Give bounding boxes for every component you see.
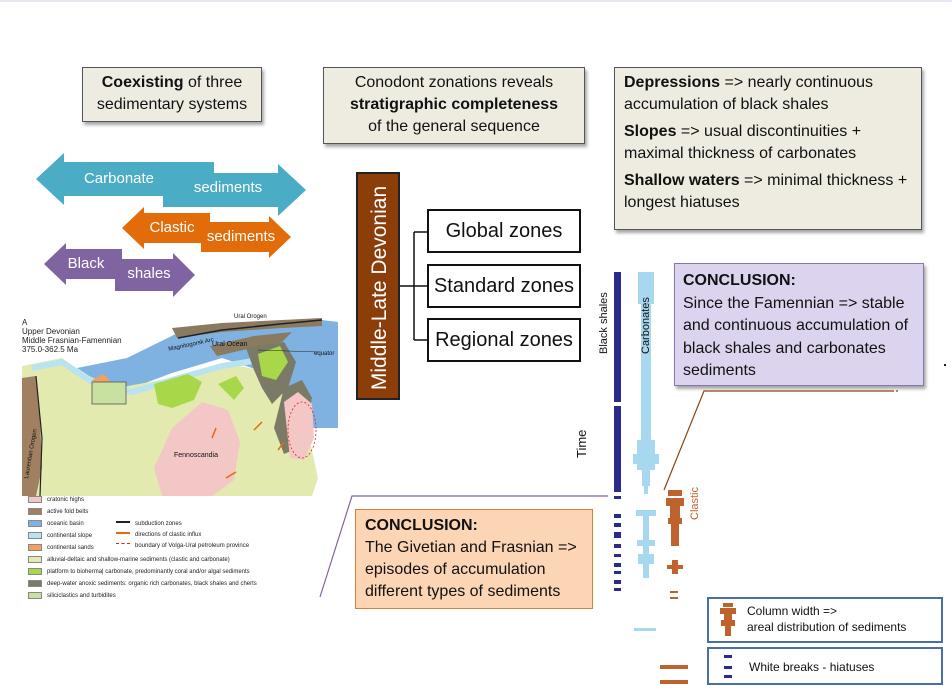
white-breaks-text: White breaks - hiatuses xyxy=(749,660,875,674)
conodont-bold: stratigraphic completeness xyxy=(349,96,559,113)
legend-swatch xyxy=(28,556,42,563)
paleogeographic-map: A Upper Devonian Middle Frasnian-Famenni… xyxy=(22,314,338,620)
map-legend-symbol-item: subduction zones xyxy=(116,520,182,529)
legend-label: subduction zones xyxy=(135,521,182,527)
map-label-equator: equator xyxy=(314,351,335,357)
time-label: Time xyxy=(574,429,589,458)
map-legend-wide-item: deep-water anoxic sediments: organic ric… xyxy=(28,580,257,589)
legend-label: siliciclastics and turbidites xyxy=(47,593,116,600)
map-legend-item: oceanic basin xyxy=(28,520,84,529)
map-legend-item: cratonic highs xyxy=(28,496,84,505)
legend-column-width: Column width => areal distribution of se… xyxy=(707,597,943,643)
legend-white-breaks: White breaks - hiatuses xyxy=(707,647,943,685)
subduction-icon xyxy=(116,521,130,525)
black-right-label: shales xyxy=(127,265,171,282)
map-drawing xyxy=(22,318,338,497)
clastic-right-label: sediments xyxy=(206,228,276,245)
map-label-ural-ocean: Ural Ocean xyxy=(212,341,248,348)
shallow-bold: Shallow waters xyxy=(624,172,740,189)
column-width-icon xyxy=(720,603,736,636)
coexisting-line2: sedimentary systems xyxy=(96,96,248,113)
map-title-line1: Upper Devonian xyxy=(22,327,80,336)
legend-label: deep-water anoxic sediments: organic ric… xyxy=(47,581,257,588)
black-shales-label: Black shales xyxy=(598,292,610,354)
conclusion-famennian-title: CONCLUSION: xyxy=(683,272,796,289)
black-right-arrow: shales xyxy=(115,253,195,297)
legend-label: directions of clastic influx xyxy=(135,532,202,538)
coexisting-box: Coexisting of three sedimentary systems xyxy=(82,67,262,122)
legend-swatch xyxy=(28,532,42,539)
carbonate-left-label: Carbonate xyxy=(83,170,155,187)
map-panel-letter: A xyxy=(22,318,28,327)
legend-swatch xyxy=(28,568,42,575)
map-legend-item: active fold belts xyxy=(28,508,88,517)
legend-swatch xyxy=(28,496,42,503)
small-dot xyxy=(944,364,946,366)
carbonate-right-label: sediments xyxy=(193,179,263,196)
map-legend-wide-item: alluvial-deltaic and shallow-marine sedi… xyxy=(28,556,230,565)
carbonate-right-arrow: sediments xyxy=(163,164,306,216)
map-legend-symbol-item: directions of clastic influx xyxy=(116,531,201,540)
devonian-title: Middle-Late Devonian xyxy=(368,185,391,391)
column-width-line2: areal distribution of sediments xyxy=(747,620,907,634)
shallow-text: => minimal thickness + longest hiatuses xyxy=(624,172,908,211)
legend-label: alluvial-deltaic and shallow-marine sedi… xyxy=(47,557,230,564)
legend-label: continental slope xyxy=(47,533,93,540)
connector-lines xyxy=(319,390,898,598)
legend-swatch xyxy=(28,520,42,527)
conclusion-famennian: CONCLUSION: Since the Famennian => stabl… xyxy=(674,263,924,386)
conclusion-givetian-text: The Givetian and Frasnian => episodes of… xyxy=(365,539,577,600)
clastic-right-arrow: sediments xyxy=(201,216,291,258)
top-rule xyxy=(0,0,952,2)
slopes-text: => usual discontinuities + maximal thick… xyxy=(624,123,862,162)
conclusion-famennian-text: Since the Famennian => stable and contin… xyxy=(683,294,909,380)
black-left-label: Black xyxy=(67,255,105,272)
coexisting-rest: of three xyxy=(183,74,243,91)
depressions-bold: Depressions xyxy=(624,74,721,91)
legend-swatch xyxy=(28,544,42,551)
clastic-left-label: Clastic xyxy=(149,219,195,236)
white-breaks-icon xyxy=(724,655,732,678)
conodont-line3: of the general sequence xyxy=(368,118,540,135)
conodont-box: Conodont zonations reveals stratigraphic… xyxy=(323,67,585,144)
clastic-label: Clastic xyxy=(689,486,701,520)
map-legend-item: continental sands xyxy=(28,544,94,553)
conclusion-givetian: CONCLUSION: The Givetian and Frasnian =>… xyxy=(355,509,593,609)
map-label-fennoscandia: Fennoscandia xyxy=(174,452,218,459)
legend-label: boundary of Volga-Ural petroleum provinc… xyxy=(135,543,250,549)
map-legend-wide-item: platform to bioherma| carbonate, predomi… xyxy=(28,568,250,577)
devonian-title-box: Middle-Late Devonian xyxy=(356,172,400,400)
map-label-ural-orogen: Ural Orogen xyxy=(234,314,267,320)
legend-swatch xyxy=(28,580,42,587)
map-title-line3: 375.0-362.5 Ma xyxy=(22,345,79,354)
legend-label: continental sands xyxy=(47,545,94,552)
environments-box: Depressions => nearly continuous accumul… xyxy=(614,67,922,230)
slopes-bold: Slopes xyxy=(624,123,677,140)
map-title-line2: Middle Frasnian-Famennian xyxy=(22,336,122,345)
legend-swatch xyxy=(28,508,42,515)
conodont-line1: Conodont zonations reveals xyxy=(354,74,554,91)
legend-label: platform to bioherma| carbonate, predomi… xyxy=(47,569,250,576)
carbonates-label: Carbonates xyxy=(640,297,652,354)
black-left-arrow: Black xyxy=(44,243,122,285)
boundary-icon xyxy=(116,543,130,547)
column-width-line1: Column width => xyxy=(747,604,838,618)
legend-label: oceanic basin xyxy=(47,521,84,528)
legend-swatch xyxy=(28,592,42,599)
map-legend-symbol-item: boundary of Volga-Ural petroleum provinc… xyxy=(116,542,249,551)
zone-connector xyxy=(400,231,428,341)
zone-regional: Regional zones xyxy=(427,318,581,362)
coexisting-bold: Coexisting xyxy=(101,74,184,91)
legend-label: active fold belts xyxy=(47,509,89,516)
zone-global: Global zones xyxy=(427,209,581,253)
zone-standard: Standard zones xyxy=(427,264,581,308)
map-legend-wide-item: siliciclastics and turbidites xyxy=(28,592,116,601)
sediment-columns xyxy=(614,272,688,684)
clastic-left-arrow: Clastic xyxy=(122,207,210,249)
legend-label: cratonic highs xyxy=(47,497,85,504)
arrow-icon xyxy=(116,532,130,536)
map-legend-item: continental slope xyxy=(28,532,92,541)
depressions-text: => nearly continuous accumulation of bla… xyxy=(624,74,874,113)
conclusion-givetian-title: CONCLUSION: xyxy=(365,517,478,534)
